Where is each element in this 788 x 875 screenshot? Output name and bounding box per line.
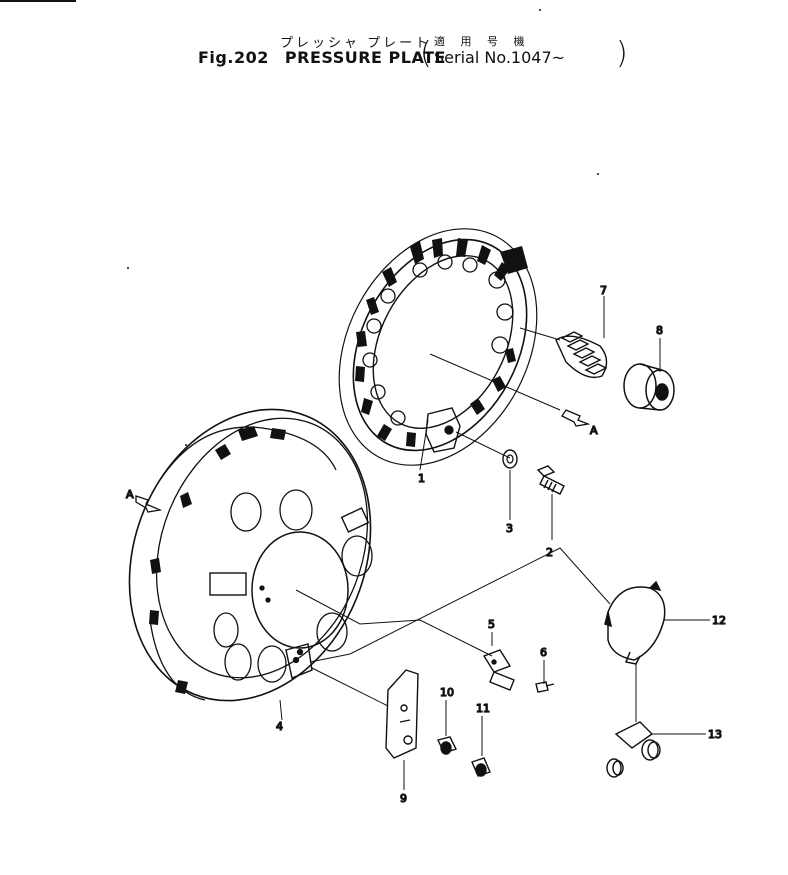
view-label-a-right: A <box>590 424 598 437</box>
callout-6: 6 <box>540 646 547 659</box>
clutch-cover <box>128 408 373 702</box>
serial-range: Serial No.1047~ <box>434 48 566 67</box>
callout-7: 7 <box>600 284 607 297</box>
english-title: PRESSURE PLATE <box>284 48 446 67</box>
paren-open: ( <box>420 36 432 71</box>
japanese-title: プレッシャ プレート <box>280 36 432 51</box>
view-arrow-right <box>561 409 591 427</box>
figure-title: Fig.202 PRESSURE PLATE <box>198 48 456 67</box>
callout-12: 12 <box>712 614 726 627</box>
callout-8: 8 <box>656 324 663 337</box>
view-arrow-left <box>135 495 163 513</box>
view-label-a-left: A <box>126 488 134 501</box>
callout-10: 10 <box>440 686 454 699</box>
figure-number: Fig.202 <box>198 48 269 67</box>
callout-2: 2 <box>546 546 553 559</box>
callout-3: 3 <box>506 522 513 535</box>
spring <box>555 331 608 379</box>
adjusting-bolt <box>536 465 565 495</box>
bracket <box>482 649 515 691</box>
callout-11: 11 <box>476 702 490 715</box>
leader-lines <box>279 296 710 790</box>
callout-1: 1 <box>418 472 425 485</box>
spring-cup <box>623 363 675 411</box>
callout-4: 4 <box>276 720 283 733</box>
callout-9: 9 <box>400 792 407 805</box>
pressure-plate-ring <box>338 228 538 466</box>
washer <box>502 449 518 469</box>
nut-11 <box>471 757 491 777</box>
lock-plate <box>604 580 666 665</box>
top-rule <box>0 0 76 2</box>
japanese-serial-note: 適 用 号 機 <box>434 35 531 48</box>
paren-close: ) <box>616 36 628 71</box>
callout-13: 13 <box>708 728 722 741</box>
nut-10 <box>437 736 457 755</box>
lever-plate <box>385 669 419 759</box>
figure-title-block: プレッシャ プレート Fig.202 PRESSURE PLATE ( 適 用 … <box>198 30 658 74</box>
callout-5: 5 <box>488 618 495 631</box>
small-bolt <box>535 681 555 693</box>
return-spring <box>606 721 661 778</box>
